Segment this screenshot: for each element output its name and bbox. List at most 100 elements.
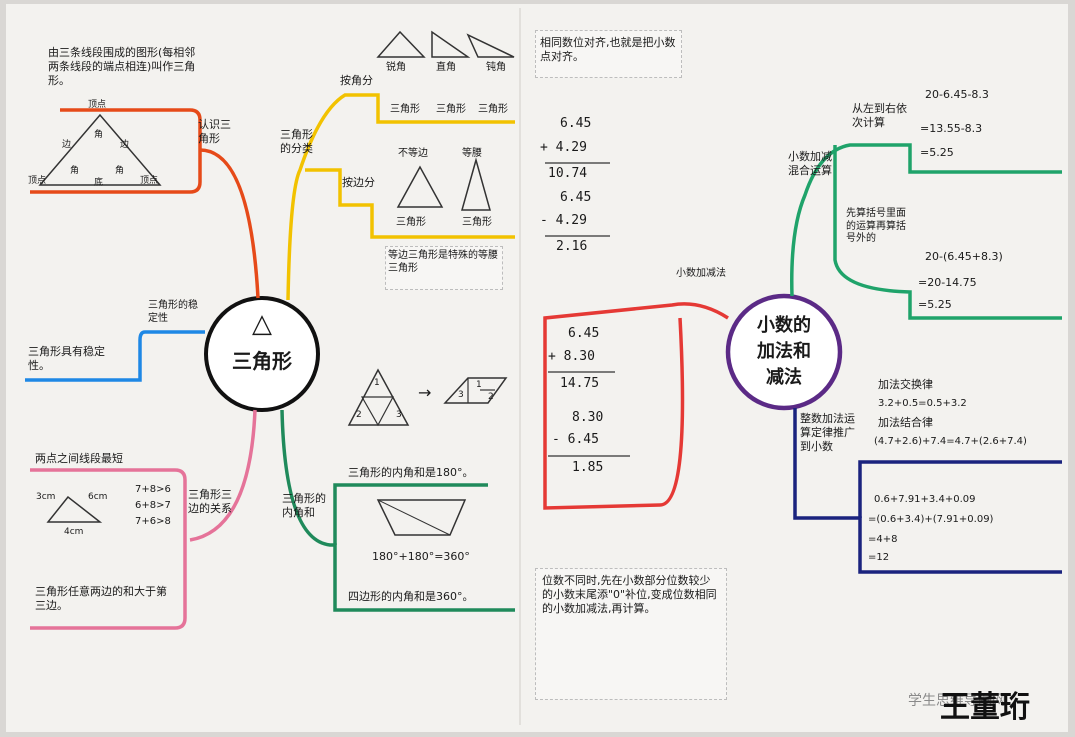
side-length: 3cm [36, 492, 56, 502]
pink-branch-box [30, 468, 187, 630]
puzzle-parallelogram [443, 377, 508, 404]
right-label: 直角 [436, 62, 456, 73]
shortest-line-text: 两点之间线段最短 [35, 452, 123, 465]
inequality: 7+8>6 [135, 484, 171, 495]
puzzle-num: 1 [374, 378, 380, 388]
obtuse-triangle [466, 33, 515, 58]
diff-note-box [535, 568, 727, 700]
angle-label: 角 [115, 166, 125, 176]
side-length: 4cm [64, 527, 84, 537]
side-length: 6cm [88, 492, 108, 502]
left-center-circle [204, 296, 320, 412]
vertex-label: 顶点 [28, 176, 47, 186]
expr2-line1: 20-(6.45+8.3) [925, 250, 1003, 263]
watermark: 学生思维导图网 [908, 693, 1006, 709]
yellow-branch-top [286, 93, 515, 301]
right-center-title-2: 加法和 [757, 341, 811, 362]
calc1-line2: + 4.29 [540, 140, 587, 155]
acute-triangle [376, 30, 426, 58]
expr1-line3: =5.25 [920, 146, 954, 159]
scalene-label: 不等边 [398, 148, 428, 159]
navy-branch-top [858, 460, 1062, 518]
blue-branch [25, 330, 205, 382]
puzzle-num: 3 [458, 390, 464, 400]
edge-label: 边 [120, 140, 130, 150]
quad-calc: 180°+180°=360° [372, 550, 470, 563]
triangle-word: 三角形 [390, 104, 420, 115]
right-triangle [431, 30, 471, 58]
angle-sum-text: 三角形的内角和是180°。 [348, 466, 474, 479]
align-note: 相同数位对齐,也就是把小数点对齐。 [540, 36, 676, 63]
isosceles-triangle [461, 157, 491, 211]
stability-branch-label: 三角形的稳定性 [148, 300, 198, 324]
triangle-symbol: △ [252, 309, 272, 339]
green-branch-stem [280, 409, 515, 612]
orange-branch-stem [199, 148, 260, 299]
triangle-word: 三角形 [436, 104, 466, 115]
calc4-result: 1.85 [572, 460, 604, 475]
equilateral-note: 等边三角形是特殊的等腰三角形 [388, 250, 498, 274]
law-1: 加法交换律 [878, 378, 933, 391]
triangle-word: 三角形 [462, 217, 492, 228]
right-center-title-1: 小数的 [757, 315, 811, 336]
expr3-line1: 0.6+7.91+3.4+0.09 [874, 494, 976, 505]
green-branch-top [333, 483, 488, 545]
puzzle-num: 2 [356, 410, 362, 420]
expr1-line1: 20-6.45-8.3 [925, 88, 989, 101]
yellow-branch-bottom [305, 168, 515, 239]
align-note-box [535, 30, 682, 78]
diff-note: 位数不同时,先在小数部分位数较少的小数末尾添"0"补位,变成位数相同的小数加减法… [542, 574, 717, 615]
puzzle-num: 2 [488, 392, 494, 402]
calc1-result: 10.74 [548, 166, 588, 181]
angle-label: 角 [70, 166, 80, 176]
pink-branch-stem [189, 409, 257, 542]
law-1-example: 3.2+0.5=0.5+3.2 [878, 398, 967, 409]
side-branch-label: 三角形三边的关系 [188, 488, 232, 515]
paren-label: 先算括号里面的运算再算括号外的 [846, 208, 906, 244]
triangle-word: 三角形 [478, 104, 508, 115]
triangle-word: 三角形 [396, 217, 426, 228]
isosceles-label: 等腰 [462, 148, 482, 159]
right-center-circle [725, 293, 843, 411]
calc4-line1: 8.30 [572, 410, 604, 425]
class-branch-label: 三角形的分类 [280, 128, 313, 155]
base-label: 底 [94, 178, 104, 188]
sides-definition: 由三条线段围成的图形(每相邻两条线段的端点相连)叫作三角形。 [48, 46, 196, 87]
calc2-line2: - 4.29 [540, 213, 587, 228]
puzzle-num: 1 [476, 380, 482, 390]
signature: 王董珩 [940, 690, 1030, 725]
obtuse-label: 钝角 [486, 62, 506, 73]
sides-triangle [46, 495, 103, 523]
by-angle-label: 按角分 [340, 74, 373, 87]
calc2-line1: 6.45 [560, 190, 592, 205]
right-center-title-3: 减法 [766, 367, 802, 388]
expr1-line2: =13.55-8.3 [920, 122, 983, 135]
stability-text: 三角形具有稳定性。 [28, 345, 105, 372]
side-rule-text: 三角形任意两边的和大于第三边。 [35, 585, 167, 612]
calc4-line2: - 6.45 [552, 432, 599, 447]
mixed-branch-label: 小数加减混合运算 [788, 150, 832, 177]
expr3-line3: =4+8 [868, 534, 898, 545]
calc3-result: 14.75 [560, 376, 600, 391]
law-2-example: (4.7+2.6)+7.4=4.7+(2.6+7.4) [874, 436, 1027, 447]
expr3-line4: =12 [868, 552, 890, 563]
calc3-line1: 6.45 [568, 326, 600, 341]
angle-branch-label: 三角形的内角和 [282, 492, 326, 519]
red-branch [543, 302, 729, 510]
puzzle-inner [360, 396, 395, 427]
by-side-label: 按边分 [342, 176, 375, 189]
calc3-line2: + 8.30 [548, 349, 595, 364]
expr2-line2: =20-14.75 [918, 276, 977, 289]
vertex-label: 顶点 [88, 100, 107, 110]
quad-sum-text: 四边形的内角和是360°。 [348, 590, 474, 603]
inequality: 6+8>7 [135, 500, 171, 511]
calc1-line1: 6.45 [560, 116, 592, 131]
arrow-icon: → [418, 383, 432, 402]
left-center-title: 三角形 [232, 349, 292, 373]
law-branch-label: 整数加法运算定律推广到小数 [800, 412, 855, 453]
edge-label: 边 [62, 140, 72, 150]
order-label: 从左到右依次计算 [852, 102, 907, 129]
labeled-triangle [38, 113, 162, 186]
